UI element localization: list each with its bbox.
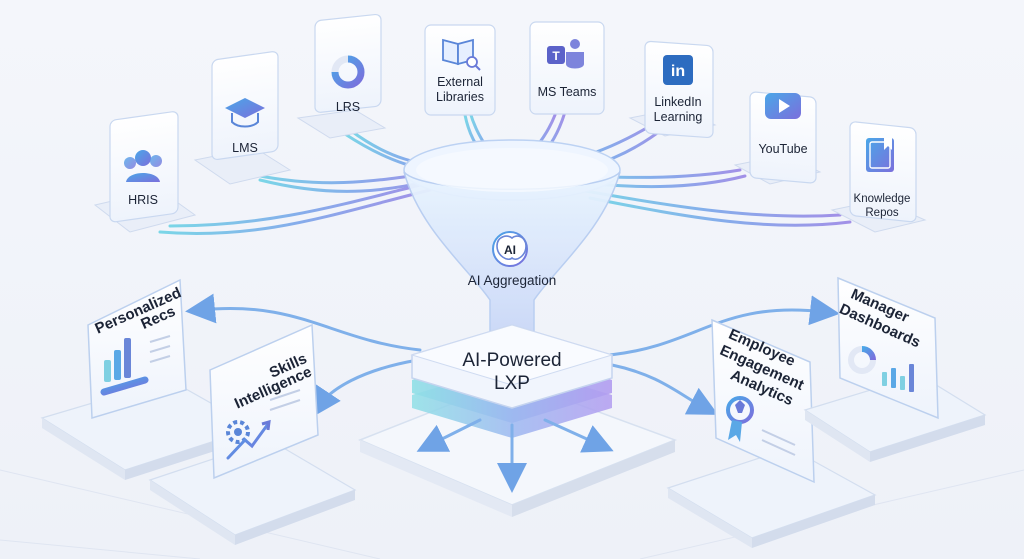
source-label-hris: HRIS: [128, 193, 158, 207]
source-card-lrs: LRS: [296, 13, 387, 139]
source-label-lrs: LRS: [336, 100, 360, 114]
people-icon: [124, 150, 162, 182]
output-card-employee-engagement-analytics: Employee Engagement Analytics: [666, 318, 877, 548]
source-label-lms: LMS: [232, 141, 258, 155]
source-label-external-libraries-line-2: Libraries: [436, 90, 484, 104]
platform-label-line-1: AI-Powered: [462, 350, 561, 371]
source-label-ms-teams: MS Teams: [538, 85, 597, 99]
donut-ring-icon: [331, 55, 365, 89]
output-card-skills-intelligence: Skills Intelligence: [148, 323, 357, 545]
platform-label-line-2: LXP: [494, 373, 530, 394]
output-card-manager-dashboards: Manager Dashboards: [803, 276, 987, 462]
funnel-label: AI Aggregation: [468, 273, 557, 288]
book-icon: [866, 138, 894, 172]
source-label-linkedin-learning-line-1: LinkedIn: [654, 95, 701, 109]
award-ribbon-icon: [726, 396, 796, 456]
youtube-play-icon: [765, 93, 801, 119]
source-card-external-libraries: External Libraries: [424, 24, 496, 116]
dashboard-gauge-icon: [848, 346, 914, 392]
ms-teams-icon: T: [547, 39, 584, 69]
source-label-youtube: YouTube: [758, 142, 807, 156]
svg-text:T: T: [552, 49, 560, 63]
linkedin-icon: in: [663, 55, 693, 85]
gear-trend-icon: [226, 389, 301, 460]
bar-chart-icon: [100, 335, 171, 396]
source-label-knowledge-repos-line-1: Knowledge: [854, 193, 911, 205]
source-card-ms-teams: T MS Teams: [529, 21, 605, 115]
source-card-linkedin-learning: in LinkedIn Learning: [628, 40, 717, 139]
platform-down-arrows: [416, 418, 614, 493]
platform-stack: [358, 324, 678, 517]
source-label-knowledge-repos-line-2: Repos: [865, 207, 898, 219]
source-label-external-libraries-line-1: External: [437, 75, 483, 89]
graduation-cap-icon: [225, 98, 265, 128]
brain-icon: AI: [492, 231, 528, 267]
source-card-hris: HRIS: [93, 111, 197, 233]
platform-label: AI-Powered LXP: [462, 350, 561, 394]
source-label-linkedin-learning-line-2: Learning: [654, 110, 703, 124]
source-card-lms: LMS: [193, 51, 292, 185]
svg-text:in: in: [671, 63, 685, 80]
book-search-icon: [442, 38, 481, 71]
brain-icon-text: AI: [504, 243, 516, 257]
source-card-youtube: YouTube: [733, 91, 822, 185]
source-card-knowledge-repos: Knowledge Repos: [830, 121, 927, 233]
